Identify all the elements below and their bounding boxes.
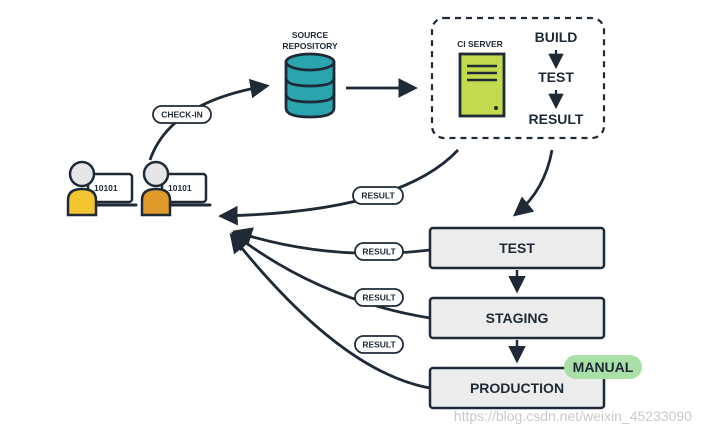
stage-production-label: PRODUCTION (470, 380, 564, 396)
result-pill-label: RESULT (362, 340, 396, 350)
source-repository-label-2: REPOSITORY (282, 41, 338, 51)
manual-badge: MANUAL (564, 355, 642, 379)
stage-test-label: TEST (499, 240, 535, 256)
result-pill-label: RESULT (361, 191, 395, 201)
test-feedback-arrow (232, 227, 431, 255)
ci-result-arrow (218, 149, 460, 226)
result-pill-label: RESULT (362, 247, 396, 257)
staging-feedback-arrow (230, 231, 431, 320)
binary-text-right: 10101 (168, 183, 192, 193)
ci-to-pipeline-arrow (512, 149, 554, 217)
result-pill: RESULT (352, 186, 404, 205)
ci-server-group (430, 16, 606, 140)
server-icon (458, 52, 506, 118)
result-pill-label: RESULT (362, 293, 396, 303)
stage-production: PRODUCTION (428, 366, 606, 410)
stage-staging: STAGING (428, 296, 606, 340)
build-label: BUILD (535, 29, 578, 45)
ci-result-label: RESULT (529, 111, 584, 127)
check-in-pill: CHECK-IN (152, 105, 212, 124)
watermark-text: https://blog.csdn.net/weixin_45233090 (454, 408, 692, 424)
developer-right: 10101 (140, 160, 212, 217)
result-pill: RESULT (354, 288, 404, 307)
person-icon (66, 160, 98, 217)
ci-test-label: TEST (538, 69, 574, 85)
stage-test: TEST (428, 226, 606, 270)
binary-text-left: 10101 (94, 183, 118, 193)
database-icon (284, 52, 336, 119)
manual-badge-label: MANUAL (573, 359, 634, 375)
person-icon (140, 160, 172, 217)
stage-staging-label: STAGING (486, 310, 549, 326)
check-in-label: CHECK-IN (161, 110, 203, 120)
developer-left: 10101 (66, 160, 138, 217)
production-feedback-arrow (229, 232, 431, 390)
result-pill: RESULT (354, 335, 404, 354)
result-pill: RESULT (354, 242, 404, 261)
source-repository-label-1: SOURCE (292, 30, 329, 40)
ci-server-label: CI SERVER (457, 39, 503, 49)
